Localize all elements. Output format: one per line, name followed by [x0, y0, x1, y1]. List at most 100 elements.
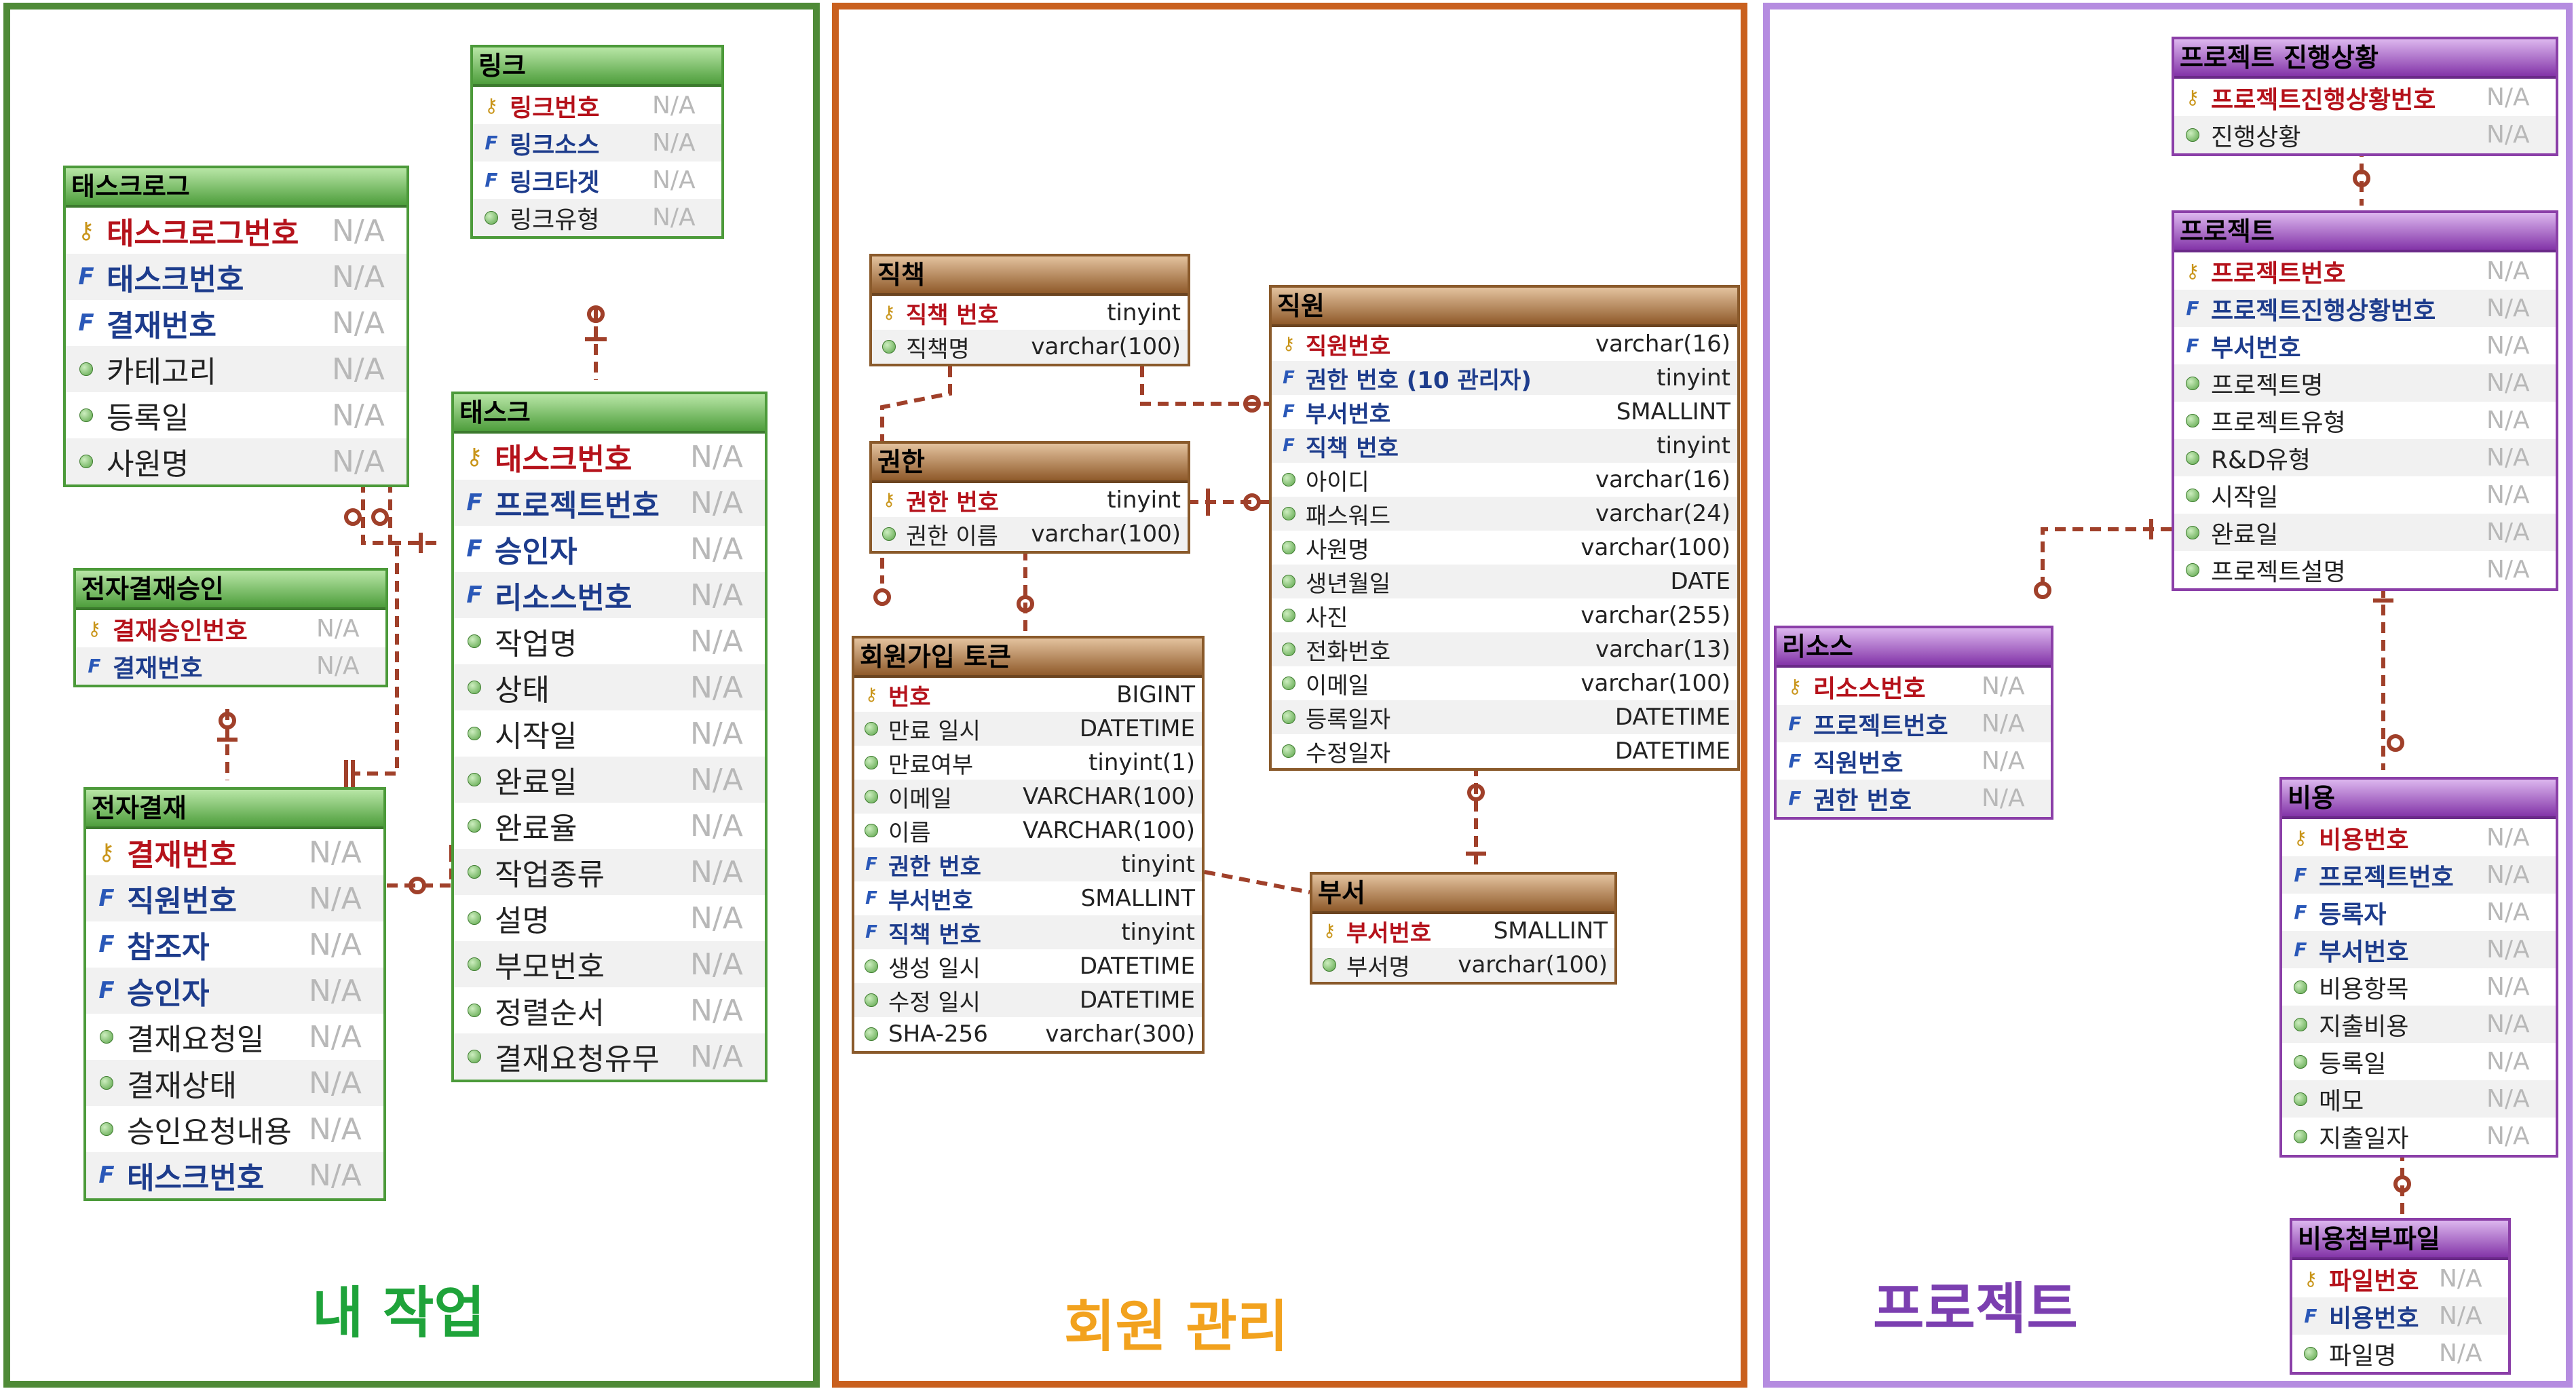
entity-row[interactable]: ⚷프로젝트진행상황번호N/A	[2174, 79, 2556, 116]
entity-row[interactable]: 프로젝트설명N/A	[2174, 551, 2556, 588]
entity-row[interactable]: SHA-256varchar(300)	[854, 1017, 1202, 1051]
entity-row[interactable]: 결재요청유무N/A	[454, 1033, 765, 1080]
entity-row[interactable]: 메모N/A	[2282, 1080, 2556, 1118]
entity-row[interactable]: ⚷파일번호N/A	[2292, 1260, 2508, 1297]
entity-row[interactable]: 프로젝트유형N/A	[2174, 402, 2556, 439]
entity-row[interactable]: F결재번호N/A	[76, 647, 385, 685]
entity-row[interactable]: 아이디varchar(16)	[1272, 463, 1737, 497]
entity-row[interactable]: 만료 일시DATETIME	[854, 712, 1202, 746]
entity-row[interactable]: ⚷직원번호varchar(16)	[1272, 327, 1737, 361]
entity-row[interactable]: 생년월일DATE	[1272, 565, 1737, 598]
entity-row[interactable]: 직책명varchar(100)	[872, 330, 1188, 364]
entity-row[interactable]: 사진varchar(255)	[1272, 598, 1737, 632]
entity-row[interactable]: 부모번호N/A	[454, 941, 765, 987]
entity-row[interactable]: ⚷링크번호N/A	[473, 87, 721, 124]
entity-row[interactable]: 작업종류N/A	[454, 849, 765, 895]
entity-row[interactable]: ⚷리소스번호N/A	[1777, 668, 2051, 705]
entity-project-progress[interactable]: 프로젝트 진행상황⚷프로젝트진행상황번호N/A진행상황N/A	[2172, 37, 2558, 156]
entity-row[interactable]: 파일명N/A	[2292, 1335, 2508, 1372]
entity-row[interactable]: 부서명varchar(100)	[1312, 948, 1614, 982]
entity-row[interactable]: F부서번호SMALLINT	[1272, 395, 1737, 429]
entity-row[interactable]: 카테고리N/A	[66, 346, 406, 392]
entity-row[interactable]: F등록자N/A	[2282, 894, 2556, 931]
entity-row[interactable]: F부서번호SMALLINT	[854, 881, 1202, 915]
entity-row[interactable]: ⚷결재번호N/A	[86, 829, 383, 875]
entity-tasklog[interactable]: 태스크로그⚷태스크로그번호N/AF태스크번호N/AF결재번호N/A카테고리N/A…	[63, 166, 409, 487]
entity-row[interactable]: F직책 번호tinyint	[1272, 429, 1737, 463]
entity-row[interactable]: F태스크번호N/A	[66, 254, 406, 300]
entity-approval-ok[interactable]: 전자결재승인⚷결재승인번호N/AF결재번호N/A	[73, 568, 388, 687]
entity-row[interactable]: ⚷태스크로그번호N/A	[66, 208, 406, 254]
entity-approval[interactable]: 전자결재⚷결재번호N/AF직원번호N/AF참조자N/AF승인자N/A결재요청일N…	[83, 787, 386, 1201]
entity-row[interactable]: R&D유형N/A	[2174, 439, 2556, 476]
entity-row[interactable]: 프로젝트명N/A	[2174, 364, 2556, 402]
entity-row[interactable]: F참조자N/A	[86, 921, 383, 968]
entity-row[interactable]: 시작일N/A	[2174, 476, 2556, 514]
entity-row[interactable]: 완료율N/A	[454, 803, 765, 849]
entity-row[interactable]: 사원명varchar(100)	[1272, 531, 1737, 565]
entity-row[interactable]: 만료여부tinyint(1)	[854, 746, 1202, 780]
entity-row[interactable]: ⚷프로젝트번호N/A	[2174, 252, 2556, 290]
entity-row[interactable]: 완료일N/A	[2174, 514, 2556, 551]
entity-row[interactable]: 결재상태N/A	[86, 1060, 383, 1106]
entity-row[interactable]: F직책 번호tinyint	[854, 915, 1202, 949]
entity-row[interactable]: F권한 번호tinyint	[854, 847, 1202, 881]
entity-row[interactable]: ⚷권한 번호tinyint	[872, 483, 1188, 517]
entity-row[interactable]: ⚷직책 번호tinyint	[872, 296, 1188, 330]
entity-row[interactable]: F승인자N/A	[454, 526, 765, 572]
entity-row[interactable]: ⚷비용번호N/A	[2282, 819, 2556, 856]
entity-row[interactable]: 링크유형N/A	[473, 199, 721, 236]
entity-row[interactable]: F프로젝트번호N/A	[2282, 856, 2556, 894]
entity-row[interactable]: ⚷결재승인번호N/A	[76, 610, 385, 647]
entity-row[interactable]: 권한 이름varchar(100)	[872, 517, 1188, 551]
entity-row[interactable]: 지출일자N/A	[2282, 1118, 2556, 1155]
entity-cost-attachment[interactable]: 비용첨부파일⚷파일번호N/AF비용번호N/A파일명N/A	[2290, 1218, 2511, 1375]
entity-row[interactable]: F부서번호N/A	[2282, 931, 2556, 968]
entity-row[interactable]: F권한 번호 (10 관리자)tinyint	[1272, 361, 1737, 395]
entity-row[interactable]: 전화번호varchar(13)	[1272, 632, 1737, 666]
entity-row[interactable]: 지출비용N/A	[2282, 1006, 2556, 1043]
entity-row[interactable]: ⚷부서번호SMALLINT	[1312, 914, 1614, 948]
entity-row[interactable]: F링크소스N/A	[473, 124, 721, 161]
entity-row[interactable]: 이메일VARCHAR(100)	[854, 780, 1202, 814]
entity-row[interactable]: F링크타겟N/A	[473, 161, 721, 199]
entity-row[interactable]: 완료일N/A	[454, 757, 765, 803]
entity-row[interactable]: 수정일자DATETIME	[1272, 734, 1737, 768]
entity-row[interactable]: 작업명N/A	[454, 618, 765, 664]
entity-row[interactable]: ⚷번호BIGINT	[854, 678, 1202, 712]
entity-row[interactable]: F태스크번호N/A	[86, 1152, 383, 1198]
entity-row[interactable]: 수정 일시DATETIME	[854, 983, 1202, 1017]
entity-row[interactable]: F결재번호N/A	[66, 300, 406, 346]
entity-cost[interactable]: 비용⚷비용번호N/AF프로젝트번호N/AF등록자N/AF부서번호N/A비용항목N…	[2279, 777, 2558, 1158]
entity-row[interactable]: F승인자N/A	[86, 968, 383, 1014]
entity-row[interactable]: F부서번호N/A	[2174, 327, 2556, 364]
entity-row[interactable]: 설명N/A	[454, 895, 765, 941]
entity-authority[interactable]: 권한⚷권한 번호tinyint권한 이름varchar(100)	[869, 441, 1190, 554]
entity-row[interactable]: F직원번호N/A	[1777, 742, 2051, 780]
entity-row[interactable]: 등록일자DATETIME	[1272, 700, 1737, 734]
entity-row[interactable]: 사원명N/A	[66, 438, 406, 484]
entity-row[interactable]: ⚷태스크번호N/A	[454, 434, 765, 480]
entity-row[interactable]: F권한 번호N/A	[1777, 780, 2051, 817]
entity-resource[interactable]: 리소스⚷리소스번호N/AF프로젝트번호N/AF직원번호N/AF권한 번호N/A	[1774, 626, 2053, 820]
entity-row[interactable]: 진행상황N/A	[2174, 116, 2556, 153]
entity-row[interactable]: F직원번호N/A	[86, 875, 383, 921]
entity-row[interactable]: 등록일N/A	[2282, 1043, 2556, 1080]
entity-row[interactable]: 정렬순서N/A	[454, 987, 765, 1033]
entity-row[interactable]: 시작일N/A	[454, 710, 765, 757]
entity-row[interactable]: 승인요청내용N/A	[86, 1106, 383, 1152]
entity-task[interactable]: 태스크⚷태스크번호N/AF프로젝트번호N/AF승인자N/AF리소스번호N/A작업…	[451, 392, 768, 1082]
entity-row[interactable]: 이메일varchar(100)	[1272, 666, 1737, 700]
entity-row[interactable]: 비용항목N/A	[2282, 968, 2556, 1006]
entity-row[interactable]: F리소스번호N/A	[454, 572, 765, 618]
entity-row[interactable]: 등록일N/A	[66, 392, 406, 438]
entity-row[interactable]: 패스워드varchar(24)	[1272, 497, 1737, 531]
entity-row[interactable]: F프로젝트번호N/A	[454, 480, 765, 526]
entity-row[interactable]: 상태N/A	[454, 664, 765, 710]
entity-position[interactable]: 직책⚷직책 번호tinyint직책명varchar(100)	[869, 254, 1190, 366]
entity-project[interactable]: 프로젝트⚷프로젝트번호N/AF프로젝트진행상황번호N/AF부서번호N/A프로젝트…	[2172, 210, 2558, 591]
entity-employee[interactable]: 직원⚷직원번호varchar(16)F권한 번호 (10 관리자)tinyint…	[1269, 285, 1740, 771]
entity-signup-token[interactable]: 회원가입 토큰⚷번호BIGINT만료 일시DATETIME만료여부tinyint…	[852, 636, 1205, 1054]
entity-link[interactable]: 링크⚷링크번호N/AF링크소스N/AF링크타겟N/A링크유형N/A	[470, 45, 724, 239]
entity-row[interactable]: F비용번호N/A	[2292, 1297, 2508, 1335]
